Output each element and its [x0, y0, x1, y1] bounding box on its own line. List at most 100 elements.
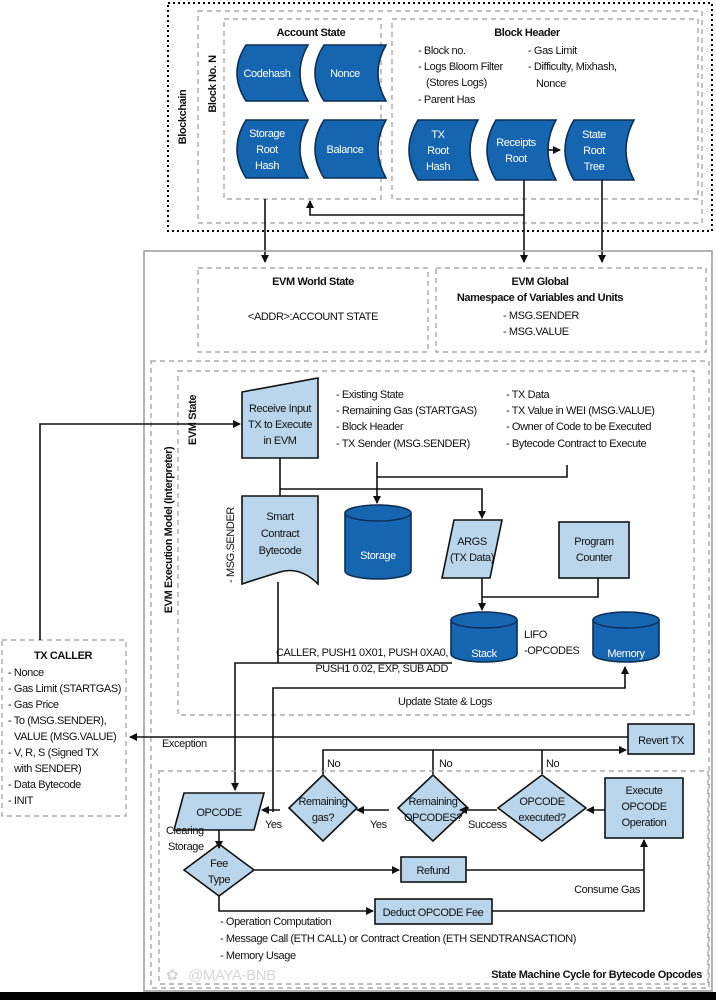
- consume-gas-label: Consume Gas: [574, 884, 641, 896]
- receive-input-label: in EVM: [263, 435, 296, 447]
- watermark-text: @MAYA-BNB: [188, 967, 276, 984]
- storage-cylinder-label: Storage: [360, 550, 396, 562]
- tx-caller-item: - Data Bytecode: [8, 779, 81, 791]
- storage-cylinder-top: [344, 512, 412, 522]
- lifo-label: -OPCODES: [524, 645, 580, 657]
- tx-caller-item: - To (MSG.SENDER),: [8, 715, 107, 727]
- nonce-shape: [314, 44, 388, 102]
- watermark-flower-icon: ✿: [166, 967, 178, 984]
- receipts-root-shape-label: Root: [505, 153, 527, 165]
- stack-cylinder-top: [450, 619, 518, 629]
- tx-root-hash-shape-label: TX: [431, 129, 445, 141]
- world-state-title: EVM World State: [272, 276, 354, 288]
- evm-state-item: - Owner of Code to be Executed: [506, 421, 651, 433]
- remaining-opcodes-diamond-label: OPCODES?: [404, 812, 462, 824]
- tx-caller-item: with SENDER): [13, 763, 81, 775]
- tx-caller-item: - Gas Price: [8, 699, 59, 711]
- world-state-text: <ADDR>:ACCOUNT STATE: [248, 311, 378, 323]
- yes-label: Yes: [370, 819, 388, 831]
- args-label: (TX Data): [450, 552, 494, 564]
- args-label: ARGS: [457, 536, 487, 548]
- program-counter-box: [558, 521, 630, 579]
- msg-sender-label: - MSG.SENDER: [225, 507, 237, 583]
- state-root-tree-shape-label: Root: [583, 145, 605, 157]
- fee-list-item: - Operation Computation: [220, 916, 332, 928]
- tx-caller-item: - Gas Limit (STARTGAS): [8, 683, 121, 695]
- receipts-root-shape: [486, 119, 558, 181]
- block-header-box: [391, 18, 699, 200]
- fee-type-diamond-label: Type: [208, 874, 231, 886]
- memory-cylinder-label: Memory: [607, 648, 645, 660]
- revert-tx-label: Revert TX: [638, 735, 685, 747]
- exception-label: Exception: [162, 738, 207, 750]
- lifo-label: LIFO: [524, 629, 548, 641]
- opcodes-text: CALLER, PUSH1 0X01, PUSH 0XA0,: [276, 647, 448, 659]
- stack-cylinder: [450, 611, 518, 663]
- opcodes-text: PUSH1 0.02, EXP, SUB ADD: [315, 663, 448, 675]
- no-label: No: [546, 758, 560, 770]
- execute-label: Execute: [626, 785, 663, 797]
- evm-state-label: EVM State: [187, 395, 199, 445]
- world-state-box: [197, 267, 429, 353]
- fee-type-diamond-label: Fee: [210, 858, 228, 870]
- deduct-fee-box: [374, 898, 493, 925]
- revert-tx-box: [627, 723, 695, 755]
- fee-list-item: - Memory Usage: [220, 950, 296, 962]
- tx-caller-item: VALUE (MSG.VALUE): [14, 731, 116, 743]
- state-machine-title: State Machine Cycle for Bytecode Opcodes: [491, 969, 702, 981]
- state-root-tree-shape-label: State: [582, 129, 606, 141]
- state-root-tree-shape-label: Tree: [584, 161, 605, 173]
- tx-root-hash-shape-label: Root: [427, 145, 449, 157]
- evm-state-item: - TX Value in WEI (MSG.VALUE): [506, 405, 655, 417]
- clearing-storage-label: Clearing: [166, 825, 204, 837]
- refund-box: [400, 856, 467, 883]
- remaining-opcodes-diamond-label: Remaining: [409, 796, 458, 808]
- bytecode-label: Contract: [261, 528, 300, 540]
- evm-state-item: - Bytecode Contract to Execute: [506, 438, 647, 450]
- opcode-label: OPCODE: [196, 807, 241, 819]
- receive-input-label: TX to Execute: [248, 419, 312, 431]
- evm-container: [143, 250, 713, 992]
- storage-cylinder: [344, 504, 412, 580]
- deduct-fee-label: Deduct OPCODE Fee: [383, 907, 484, 919]
- opcode-executed-diamond-label: executed?: [518, 812, 565, 824]
- remaining-gas-diamond-label: gas?: [312, 812, 335, 824]
- balance-shape: [314, 119, 388, 179]
- fee-list-item: - Message Call (ETH CALL) or Contract Cr…: [220, 933, 576, 945]
- refund-label: Refund: [416, 865, 449, 877]
- storage-root-hash-shape-label: Root: [256, 144, 278, 156]
- tx-caller-box: [1, 639, 127, 817]
- memory-cylinder-top: [592, 619, 660, 629]
- remaining-opcodes-diamond: [396, 773, 470, 843]
- block-header-item: (Stores Logs): [426, 77, 487, 89]
- execute-opcode-box: [604, 777, 684, 839]
- execution-model-box: [150, 360, 710, 989]
- no-label: No: [327, 758, 341, 770]
- codehash-shape-label: Codehash: [244, 68, 291, 80]
- remaining-gas-diamond: [287, 773, 359, 843]
- global-ns-title-2: Namespace of Variables and Units: [457, 292, 624, 304]
- evm-state-item: - TX Data: [506, 389, 551, 401]
- nonce-shape-label: Nonce: [330, 68, 360, 80]
- tx-caller-item: - V, R, S (Signed TX: [8, 747, 99, 759]
- update-state-label: Update State & Logs: [398, 696, 493, 708]
- success-label: Success: [468, 819, 508, 831]
- block-n-box: [197, 10, 703, 224]
- bytecode-label: Bytecode: [259, 545, 302, 557]
- evm-state-item: - Existing State: [336, 389, 404, 401]
- receive-input-shape: [241, 377, 319, 459]
- state-root-tree-shape: [564, 119, 636, 181]
- evm-state-box: [177, 370, 695, 716]
- block-header-item: - Logs Bloom Filter: [418, 61, 503, 73]
- tx-caller-item: - INIT: [8, 795, 34, 807]
- state-machine-box: [158, 770, 709, 985]
- account-state-title: Account State: [277, 27, 346, 39]
- program-counter-label: Counter: [576, 552, 613, 564]
- block-header-title: Block Header: [494, 27, 561, 39]
- tx-caller-item: - Nonce: [8, 667, 44, 679]
- program-counter-label: Program: [574, 536, 614, 548]
- block-header-item: Nonce: [536, 78, 566, 90]
- execute-label: OPCODE: [621, 801, 666, 813]
- receive-input-label: Receive Input: [249, 403, 311, 415]
- execution-model-label: EVM Execution Model (Interpreter): [163, 446, 175, 613]
